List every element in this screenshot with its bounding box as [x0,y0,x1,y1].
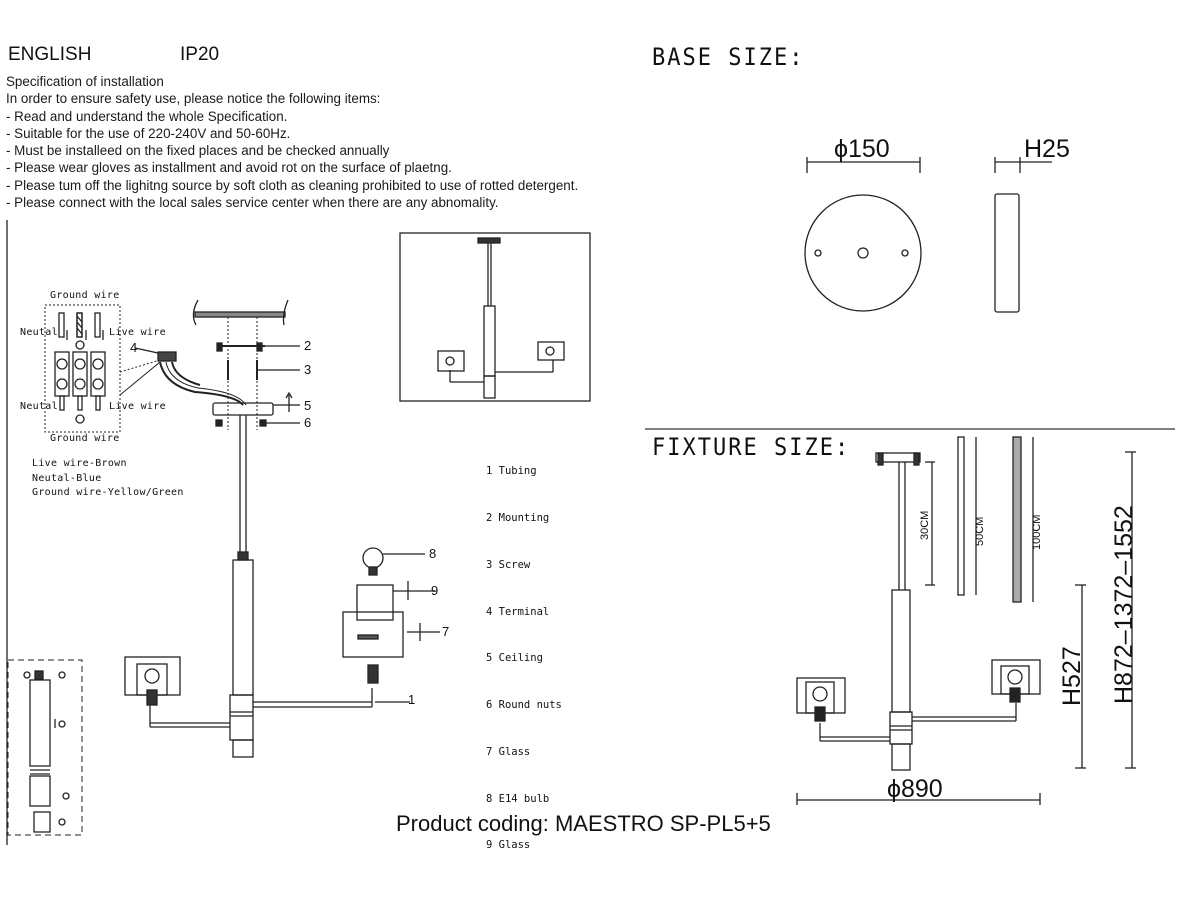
product-coding: Product coding: MAESTRO SP-PL5+5 [396,811,771,836]
wire-color-codes: Live wire-Brown Neutal-Blue Ground wire-… [32,457,184,501]
spec-item: - Must be installeed on the fixed places… [6,143,390,159]
legend-item: 8 E14 bulb [486,792,550,805]
legend-item: 1 Tubing [486,465,537,478]
body-height-label: H527 [1058,646,1086,706]
ground-wire-label-bottom: Ground wire [50,433,120,444]
spec-item: - Please tum off the lighitng source by … [6,177,579,193]
chain-100cm-label: 100CM [1031,514,1043,550]
callout-5: 5 [304,398,312,413]
callout-4: 4 [130,340,138,355]
base-plate-diagram [804,157,1052,313]
legend-item: 6 Round nuts [486,699,562,712]
neutral-label-bottom: Neutal [20,401,58,412]
spec-item: - Suitable for the use of 220-240V and 5… [6,125,291,141]
neutral-label-top: Neutal [20,327,58,338]
live-wire-label-top: Live wire [109,327,166,338]
spec-item: - Please connect with the local sales se… [6,195,499,211]
total-height-label: H872–1372–1552 [1110,505,1138,704]
base-height-label: H25 [1024,135,1070,163]
specification-block: Specification of installation In order t… [6,73,578,211]
spec-intro: In order to ensure safety use, please no… [6,91,381,107]
legend-item: 4 Terminal [486,605,550,618]
wire-color-code: Live wire-Brown [32,458,127,469]
callout-6: 6 [304,415,312,430]
preview-diagram [399,232,591,402]
language-label: ENGLISH [8,44,92,65]
callout-1: 1 [408,692,416,707]
fixture-diameter-label: ϕ890 [887,775,943,803]
spec-title: Specification of installation [6,74,164,89]
ground-wire-label-top: Ground wire [50,290,120,301]
ceiling-mount-diagram [134,299,300,430]
fixture-size-title: FIXTURE SIZE: [652,434,851,462]
legend-item: 7 Glass [486,745,531,758]
wire-color-code: Neutal-Blue [32,472,102,484]
base-diameter-label: ϕ150 [834,135,890,163]
fixture-dimension-diagram [796,436,1136,805]
ip-rating: IP20 [180,44,220,65]
legend-item: 2 Mounting [486,511,550,524]
callout-9: 9 [431,583,439,598]
legend-item: 5 Ceiling [486,652,543,665]
callout-3: 3 [304,362,312,377]
callout-7: 7 [442,624,450,639]
rod-50cm-label: 50CM [974,516,986,546]
spec-item: - Please wear gloves as installment and … [6,160,452,176]
live-wire-label-bottom: Live wire [109,401,166,412]
parts-legend: 1 Tubing 2 Mounting 3 Screw 4 Terminal 5… [486,433,562,870]
wire-color-code: Ground wire-Yellow/Green [32,487,184,498]
legend-item: 3 Screw [486,558,531,571]
terminal-block-diagram [44,304,161,433]
tube-detail-diagram [7,659,83,836]
spec-item: - Read and understand the whole Specific… [6,108,288,124]
base-size-title: BASE SIZE: [652,44,805,72]
legend-item: 9 Glass [486,839,531,852]
fixture-assembly-diagram [124,415,440,758]
callout-2: 2 [304,338,312,353]
rod-30cm-label: 30CM [919,510,931,540]
callout-8: 8 [429,546,437,561]
